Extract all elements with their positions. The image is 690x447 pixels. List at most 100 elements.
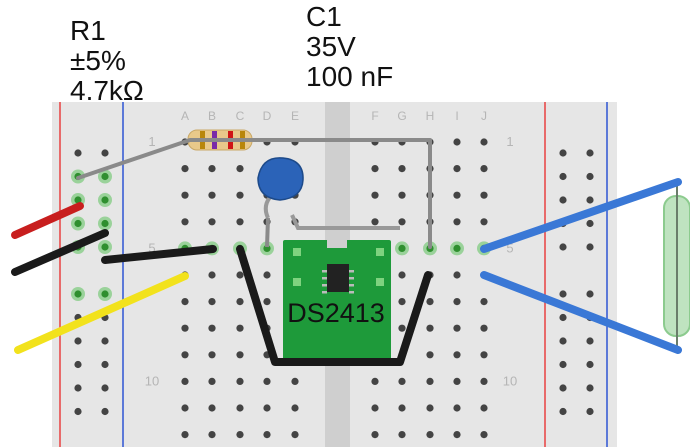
hole — [398, 244, 406, 252]
column-label-i: I — [455, 109, 458, 123]
r1-name: R1 — [70, 15, 106, 46]
hole — [263, 404, 271, 412]
ic-pin — [322, 270, 327, 273]
ic-pin — [349, 291, 354, 294]
hole — [74, 384, 82, 392]
column-label-b: B — [208, 109, 216, 123]
hole — [559, 337, 567, 345]
hole — [263, 431, 271, 439]
hole — [480, 298, 488, 306]
column-label-j: J — [481, 109, 487, 123]
hole — [559, 172, 567, 181]
hole — [453, 165, 461, 173]
row-number-right-5: 5 — [506, 240, 513, 255]
hole — [208, 165, 216, 173]
r1-value: 4.7kΩ — [70, 75, 144, 106]
hole — [586, 196, 594, 204]
hole — [208, 377, 216, 385]
hole — [208, 191, 216, 199]
ic-pin — [349, 270, 354, 273]
column-label-h: H — [426, 109, 435, 123]
hole — [453, 324, 461, 332]
column-label-f: F — [371, 109, 378, 123]
hole — [480, 324, 488, 332]
pcb-pad — [376, 278, 384, 286]
hole — [559, 313, 567, 322]
hole — [181, 404, 189, 412]
hole — [371, 377, 379, 385]
hole — [208, 431, 216, 439]
pcb-pad — [293, 248, 301, 256]
hole — [559, 407, 567, 416]
wire-blue — [480, 178, 682, 253]
hole — [74, 407, 82, 416]
hole — [371, 404, 379, 412]
hole — [101, 290, 109, 298]
hole — [236, 404, 244, 412]
hole — [291, 431, 299, 439]
hole — [586, 337, 594, 345]
wire-black — [11, 229, 109, 276]
wire-red — [11, 202, 84, 239]
hole — [586, 172, 594, 181]
hole — [263, 377, 271, 385]
hole — [181, 165, 189, 173]
hole — [453, 404, 461, 412]
hole — [101, 196, 109, 204]
r1-tolerance: ±5% — [70, 45, 126, 76]
hole — [480, 191, 488, 199]
c1-label: C1 35V 100 nF — [306, 2, 393, 92]
hole — [586, 360, 594, 369]
hole — [453, 271, 461, 279]
hole — [181, 218, 189, 226]
column-label-c: C — [236, 109, 245, 123]
hole — [236, 165, 244, 173]
hole — [398, 377, 406, 385]
hole — [236, 218, 244, 226]
ic-pin — [322, 277, 327, 280]
column-label-d: D — [263, 109, 272, 123]
hole — [208, 404, 216, 412]
hole — [74, 337, 82, 345]
hole — [453, 298, 461, 306]
hole — [236, 298, 244, 306]
hole — [398, 404, 406, 412]
hole — [371, 218, 379, 226]
hole — [181, 377, 189, 385]
hole — [453, 244, 461, 252]
hole — [74, 196, 82, 204]
hole — [559, 149, 567, 157]
c1-voltage: 35V — [306, 31, 356, 62]
row-number-left-10: 10 — [145, 373, 159, 388]
hole — [101, 243, 109, 251]
capacitor-lead — [290, 214, 400, 230]
pcb-notch — [327, 238, 347, 248]
hole — [398, 431, 406, 439]
chip-label: DS2413 — [287, 298, 385, 328]
ic-pin — [322, 284, 327, 287]
hole — [426, 404, 434, 412]
hole — [236, 351, 244, 359]
row-number-right-1: 1 — [506, 134, 513, 149]
hole — [586, 290, 594, 298]
wire-black — [236, 245, 432, 366]
hole — [208, 351, 216, 359]
hole — [74, 360, 82, 369]
hole — [453, 138, 461, 146]
wires — [11, 138, 682, 366]
hole — [101, 219, 109, 228]
hole — [208, 218, 216, 226]
hole — [101, 149, 109, 157]
hole — [559, 196, 567, 204]
wire-blue — [480, 271, 682, 354]
hole — [586, 407, 594, 416]
capacitor-icon — [257, 157, 304, 201]
column-label-e: E — [291, 109, 299, 123]
hole — [559, 384, 567, 392]
hole — [586, 384, 594, 392]
hole — [480, 404, 488, 412]
wire-yellow — [14, 272, 189, 354]
row-number-right-10: 10 — [503, 373, 517, 388]
hole — [426, 431, 434, 439]
